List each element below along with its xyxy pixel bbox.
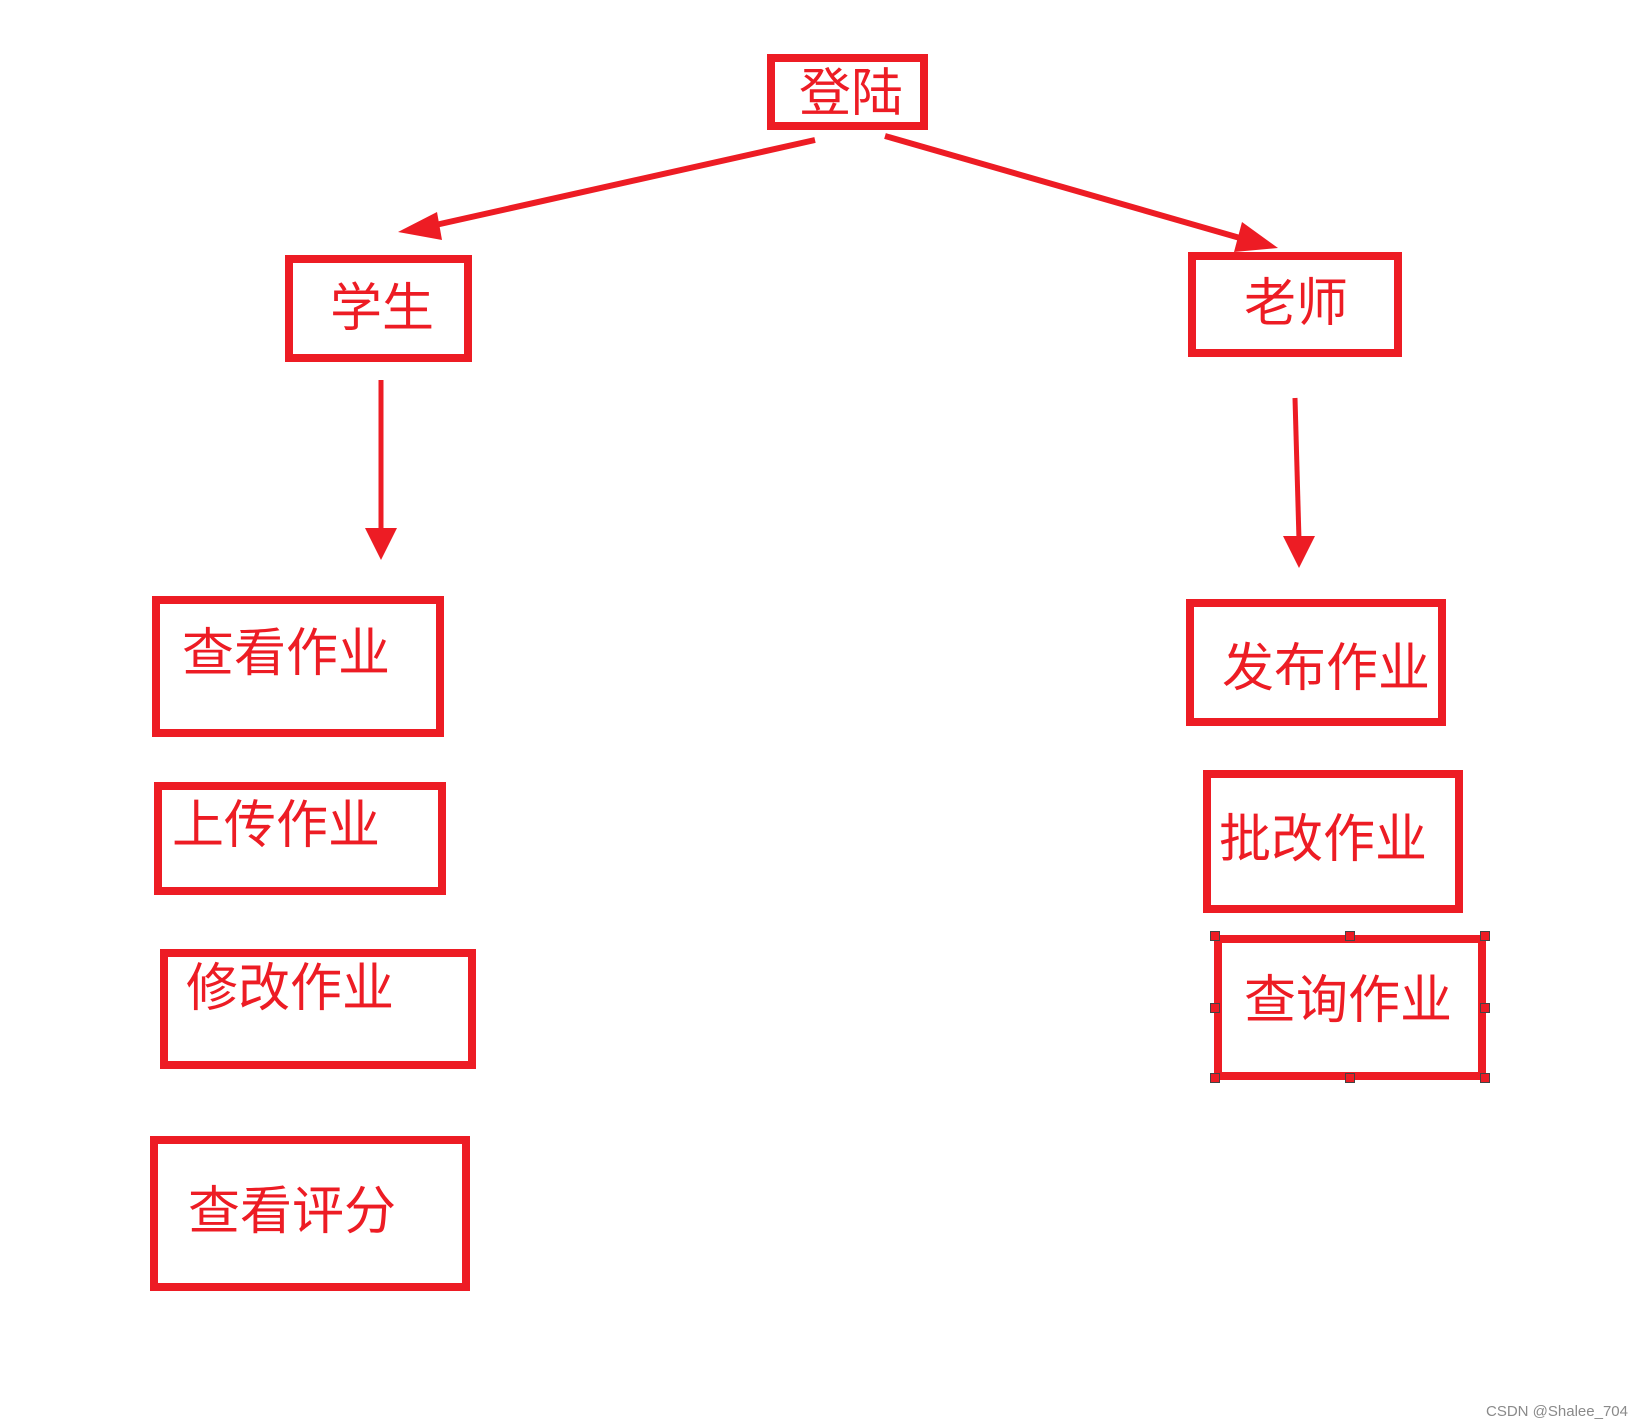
resize-handle-middle-right[interactable] bbox=[1480, 1003, 1490, 1013]
resize-handle-top-middle[interactable] bbox=[1345, 931, 1355, 941]
edit-homework-label: 修改作业 bbox=[186, 959, 395, 1019]
student-label: 学生 bbox=[330, 279, 435, 339]
upload-homework-label: 上传作业 bbox=[172, 796, 381, 856]
view-homework-label: 查看作业 bbox=[182, 624, 391, 684]
view-score-node: 查看评分 bbox=[150, 1136, 470, 1291]
resize-handle-bottom-left[interactable] bbox=[1210, 1073, 1220, 1083]
arrow-root-to-student bbox=[421, 137, 816, 231]
view-homework-node: 查看作业 bbox=[152, 596, 444, 737]
resize-handle-top-right[interactable] bbox=[1480, 931, 1490, 941]
watermark: CSDN @Shalee_704 bbox=[1486, 1403, 1628, 1420]
login-label: 登陆 bbox=[799, 64, 904, 124]
teacher-label: 老师 bbox=[1244, 274, 1349, 334]
student-node: 学生 bbox=[285, 255, 472, 362]
grade-homework-node: 批改作业 bbox=[1203, 770, 1463, 913]
teacher-node: 老师 bbox=[1188, 252, 1402, 357]
resize-handle-middle-left[interactable] bbox=[1210, 1003, 1220, 1013]
grade-homework-label: 批改作业 bbox=[1219, 810, 1428, 870]
arrow-teacher-to-tasks bbox=[1292, 397, 1302, 541]
upload-homework-node: 上传作业 bbox=[154, 782, 446, 895]
arrow-root-to-teacher bbox=[884, 133, 1241, 241]
edit-homework-node: 修改作业 bbox=[160, 949, 476, 1069]
arrowhead-teacher bbox=[1234, 222, 1278, 252]
arrowhead-teacher-tasks bbox=[1283, 536, 1315, 568]
resize-handle-bottom-right[interactable] bbox=[1480, 1073, 1490, 1083]
query-homework-label: 查询作业 bbox=[1244, 971, 1453, 1031]
resize-handle-top-left[interactable] bbox=[1210, 931, 1220, 941]
publish-homework-node: 发布作业 bbox=[1186, 599, 1446, 726]
publish-homework-label: 发布作业 bbox=[1222, 639, 1431, 699]
arrowhead-student-tasks bbox=[365, 528, 397, 560]
query-homework-node: 查询作业 bbox=[1214, 935, 1486, 1080]
view-score-label: 查看评分 bbox=[188, 1182, 397, 1242]
resize-handle-bottom-middle[interactable] bbox=[1345, 1073, 1355, 1083]
arrowhead-student bbox=[398, 212, 442, 240]
login-node: 登陆 bbox=[767, 54, 928, 130]
